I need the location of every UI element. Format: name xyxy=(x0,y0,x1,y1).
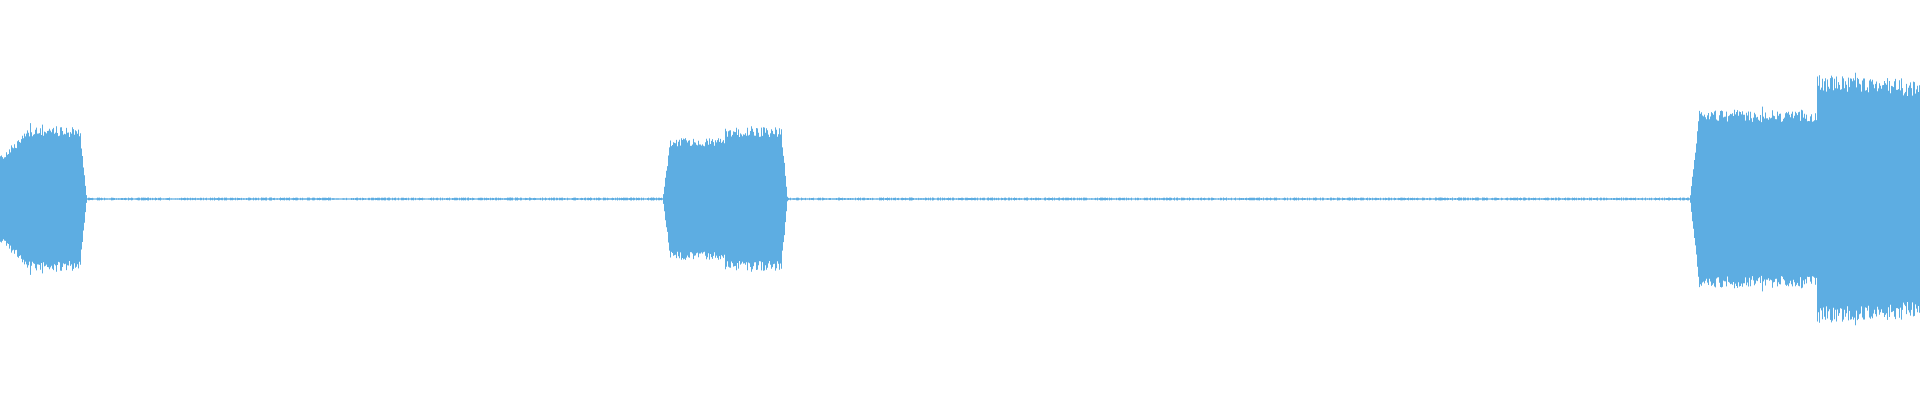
waveform-samples xyxy=(0,72,1920,326)
waveform-bars xyxy=(0,72,1920,326)
